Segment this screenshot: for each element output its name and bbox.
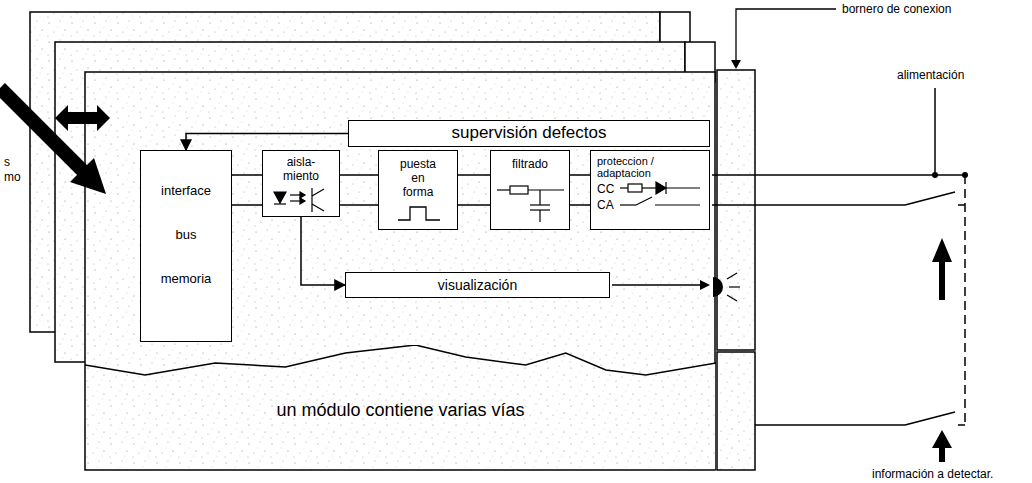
optocoupler-symbol bbox=[274, 188, 324, 212]
field-wiring bbox=[712, 88, 965, 425]
box-subtext: CA bbox=[597, 197, 707, 213]
box-ground bbox=[140, 120, 710, 342]
display-arrow bbox=[612, 280, 710, 290]
actuation-arrow bbox=[932, 238, 952, 462]
front-panel bbox=[85, 72, 715, 470]
supply-label: alimentación bbox=[897, 68, 964, 82]
arrow-connector bbox=[301, 217, 345, 285]
cut-label: s bbox=[4, 155, 10, 169]
input-label: información a detectar. bbox=[872, 467, 993, 481]
supervision-box: supervisión defectos bbox=[348, 120, 710, 147]
arrow-connector bbox=[186, 134, 348, 151]
pulse-symbol bbox=[398, 207, 440, 220]
box-text: proteccion / adaptacion bbox=[597, 155, 677, 179]
bus-interface-box: interface bus memoria bbox=[140, 150, 232, 342]
filter-box: filtrado bbox=[490, 150, 570, 230]
display-box: visualización bbox=[345, 272, 610, 298]
cut-label: mo bbox=[4, 170, 21, 184]
protection-symbols bbox=[620, 182, 700, 205]
shaping-box: puesta en forma bbox=[378, 150, 458, 230]
signal-wire bbox=[458, 175, 490, 205]
signal-wire bbox=[570, 175, 590, 205]
signal-wire bbox=[340, 175, 378, 205]
protection-box: proteccion / adaptacionCCCA bbox=[590, 150, 710, 230]
bus-double-arrow bbox=[55, 105, 110, 131]
isolation-box: aisla- miento bbox=[262, 150, 340, 217]
leader-line bbox=[731, 9, 836, 69]
bus-arrow bbox=[0, 88, 106, 194]
box-subtext: CC bbox=[597, 181, 707, 197]
box-text: aisla- miento bbox=[275, 155, 327, 183]
signal-wire bbox=[232, 175, 262, 205]
led-symbol bbox=[713, 273, 740, 301]
box-text: supervisión defectos bbox=[351, 123, 707, 143]
terminal-block bbox=[717, 70, 755, 470]
band-shape bbox=[85, 345, 716, 470]
box-text: interface bus memoria bbox=[153, 169, 219, 301]
filter-symbol bbox=[497, 186, 564, 222]
box-text: un módulo contiene varias vías bbox=[87, 399, 714, 421]
junction-dot bbox=[962, 172, 968, 178]
box-text: visualización bbox=[348, 276, 607, 294]
box-text: puesta en forma bbox=[398, 157, 438, 199]
junction-dot bbox=[932, 172, 938, 178]
callout-label: bornero de conexion bbox=[842, 2, 951, 16]
box-text: filtrado bbox=[493, 157, 567, 171]
module-band: un módulo contiene varias vías bbox=[85, 345, 716, 470]
